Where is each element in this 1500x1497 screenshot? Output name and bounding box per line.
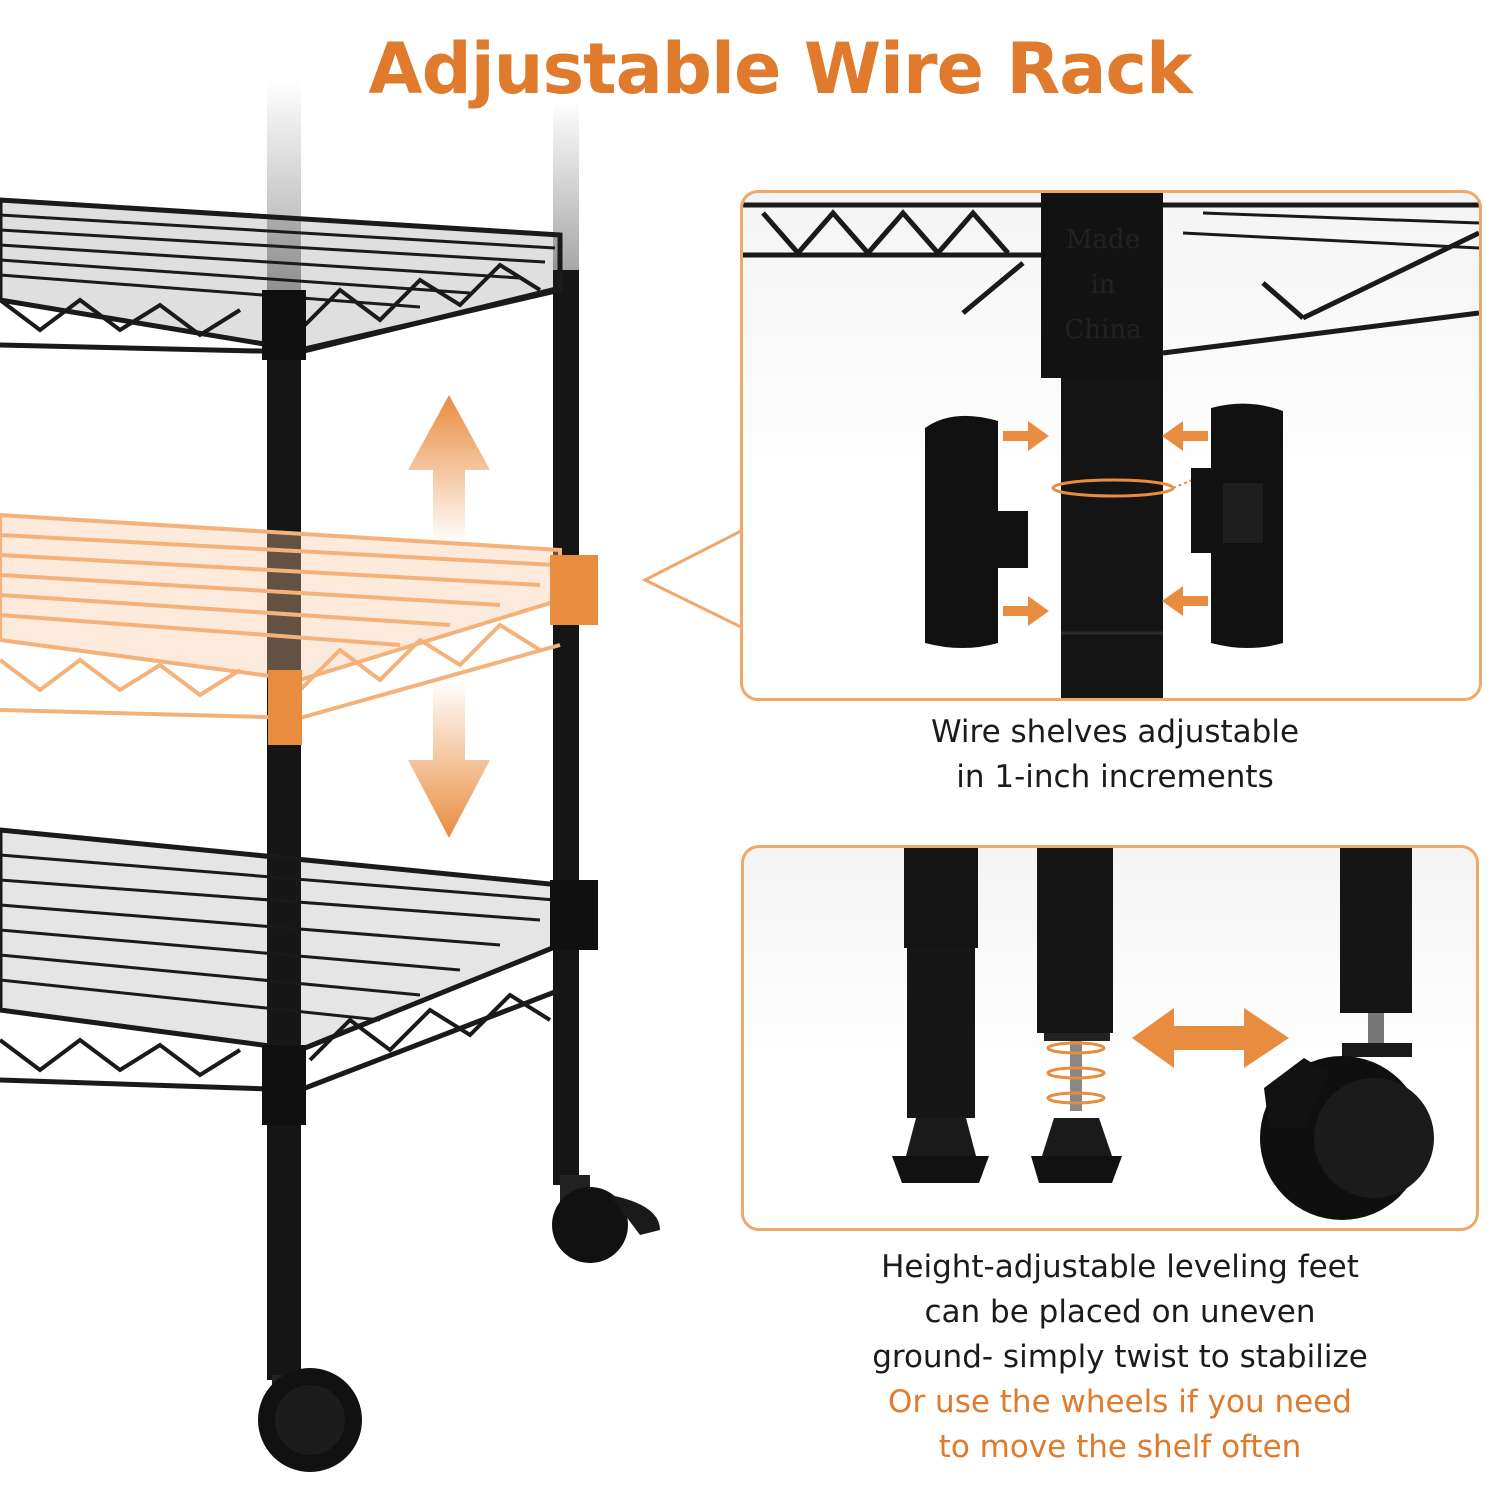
leveling-feet-caption: Height-adjustable leveling feet can be p… (830, 1245, 1410, 1470)
leveling-feet-panel (741, 845, 1479, 1231)
page-title: Adjustable Wire Rack (368, 28, 1192, 110)
feet-and-wheel-diagram (892, 848, 1434, 1220)
highlight-sleeve-front (268, 670, 302, 745)
svg-text:Made: Made (1066, 225, 1140, 255)
up-down-arrow (408, 395, 490, 838)
leveling-foot-spring (1031, 848, 1122, 1183)
top-shelf (0, 197, 563, 355)
callout-pointer (641, 525, 750, 635)
swap-arrow-icon (1132, 1008, 1289, 1068)
clip-half-right (1191, 403, 1283, 648)
post-sleeve (1041, 193, 1163, 378)
bottom-shelf (0, 827, 563, 1093)
caption-line: in 1-inch increments (956, 759, 1274, 795)
caption-line: Height-adjustable leveling feet (881, 1249, 1359, 1285)
caption-line: Wire shelves adjustable (930, 714, 1300, 750)
caption-line: can be placed on uneven (924, 1294, 1316, 1330)
wire-rack-illustration (0, 80, 660, 1472)
post (1061, 378, 1163, 698)
clip-half-left (925, 415, 1028, 648)
made-in-china-emboss: Made in China (1064, 225, 1141, 345)
arrow-in-icons (1003, 421, 1208, 626)
caption-highlight-line: to move the shelf often (938, 1429, 1302, 1465)
adjustable-shelf-highlight (0, 512, 562, 720)
caster-wheel (1260, 848, 1434, 1220)
highlight-sleeve-rear (550, 555, 598, 625)
shelf-clip-diagram: Made in China (743, 193, 1479, 698)
front-caster (258, 1368, 362, 1472)
shelf-adjust-caption: Wire shelves adjustable in 1-inch increm… (880, 710, 1350, 800)
leveling-foot-fixed (892, 848, 989, 1183)
caption-line: ground- simply twist to stabilize (872, 1339, 1368, 1375)
svg-text:China: China (1064, 315, 1141, 345)
shelf-clip-detail-panel: Made in China (740, 190, 1482, 701)
caption-highlight-line: Or use the wheels if you need (888, 1384, 1352, 1420)
rear-caster (552, 1175, 660, 1263)
svg-text:in: in (1090, 270, 1115, 300)
